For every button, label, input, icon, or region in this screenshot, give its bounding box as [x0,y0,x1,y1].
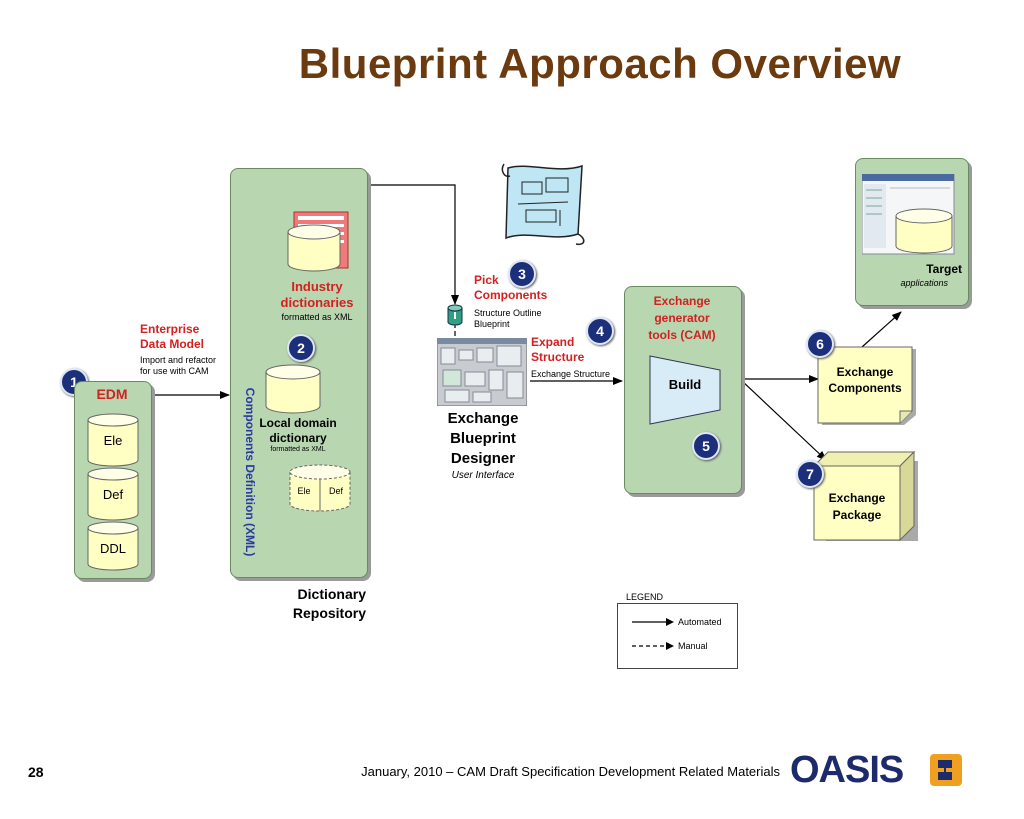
exchange-package-label: Exchange Package [812,490,902,524]
edm-heading-line1: Enterprise [140,322,200,336]
generator-line1: Exchange [653,294,711,308]
split-ele-label: Ele [297,486,311,496]
blueprint-scroll-icon [501,163,585,246]
pick-component-icon [447,304,463,326]
package-line2: Package [832,508,882,522]
repository-caption-line1: Dictionary [297,586,366,602]
step-3-badge: 3 [508,260,536,288]
oasis-logo-text: OASIS [790,749,904,791]
pick-sub: Structure Outline Blueprint [474,308,542,330]
ele-def-split-cylinder [289,464,351,512]
page-title: Blueprint Approach Overview [298,40,902,87]
build-label: Build [668,377,702,392]
industry-line2: dictionaries [280,295,354,310]
repository-vertical-label: Components Definition (XML) [243,387,257,557]
target-label: Target [926,262,962,276]
step-7-badge: 7 [796,460,824,488]
edm-cylinder-ele [87,413,139,467]
pick-line2: Components [474,288,548,302]
package-line1: Exchange [828,491,886,505]
designer-line1: Exchange [447,410,519,427]
designer-sub: User Interface [451,470,515,481]
legend-automated: Automated [678,617,722,627]
expand-structure-label: Expand Structure [531,335,584,365]
expand-line1: Expand [531,335,575,349]
split-def-label: Def [328,486,343,496]
generator-to-package-arrow [740,379,827,461]
generator-label: Exchange generator tools (CAM) [624,293,740,344]
edm-item-ele: Ele [103,433,123,448]
industry-dictionaries-label: Industry dictionaries [262,279,372,311]
exchange-package-box [812,450,918,542]
local-dictionary-label: Local domain dictionary [246,416,350,446]
industry-dictionaries-icon [287,211,349,272]
edm-cylinder-def [87,467,139,521]
step-6-badge: 6 [806,330,834,358]
industry-sub: formatted as XML [281,312,353,322]
legend-manual: Manual [678,641,708,651]
build-trapezoid [649,355,721,425]
components-to-target-arrow [861,311,902,348]
edm-description: Import and refactor for use with CAM [140,355,216,377]
edm-desc-line1: Import and refactor [140,355,217,365]
repository-caption-line2: Repository [292,605,366,621]
edm-desc-line2: for use with CAM [140,366,209,376]
industry-line1: Industry [291,279,343,294]
designer-line3: Designer [450,450,516,467]
target-screenshot [862,174,955,255]
components-line2: Components [828,381,902,395]
pick-sub-line1: Structure Outline [474,308,542,318]
oasis-logo-mark-icon [930,754,962,786]
legend-arrows [632,618,674,650]
generator-line3: tools (CAM) [648,328,716,342]
pick-sub-line2: Blueprint [474,319,510,329]
legend-box [617,603,738,669]
edm-heading-line2: Data Model [140,337,205,351]
pick-line1: Pick [474,273,499,287]
edm-cylinders [87,413,139,571]
blueprint-designer-screenshot [437,338,527,406]
step-4-badge: 4 [586,317,614,345]
generator-line2: generator [654,311,710,325]
footer-caption: January, 2010 – CAM Draft Specification … [361,764,780,779]
expand-line2: Structure [531,350,585,364]
edm-label: EDM [96,386,128,402]
designer-label: Exchange Blueprint Designer [430,409,536,469]
exchange-components-label: Exchange Components [816,364,914,396]
edm-cylinder-ddl [87,521,139,571]
expand-sub: Exchange Structure [531,369,611,379]
local-sub: formatted as XML [270,446,326,453]
edm-heading: Enterprise Data Model [140,322,204,352]
local-dictionary-cylinder [265,364,321,414]
components-line1: Exchange [836,365,894,379]
edm-item-def: Def [102,487,124,502]
pick-components-label: Pick Components [474,273,547,303]
local-line1: Local domain [259,416,337,430]
legend-title: LEGEND [626,592,664,602]
local-line2: dictionary [269,431,327,445]
page-number: 28 [28,764,44,780]
repository-caption: Dictionary Repository [262,585,366,623]
exchange-components-note [817,346,916,425]
step-5-badge: 5 [692,432,720,460]
step-2-badge: 2 [287,334,315,362]
target-sub: applications [900,278,948,288]
designer-line2: Blueprint [450,430,516,447]
edm-item-ddl: DDL [99,541,126,556]
